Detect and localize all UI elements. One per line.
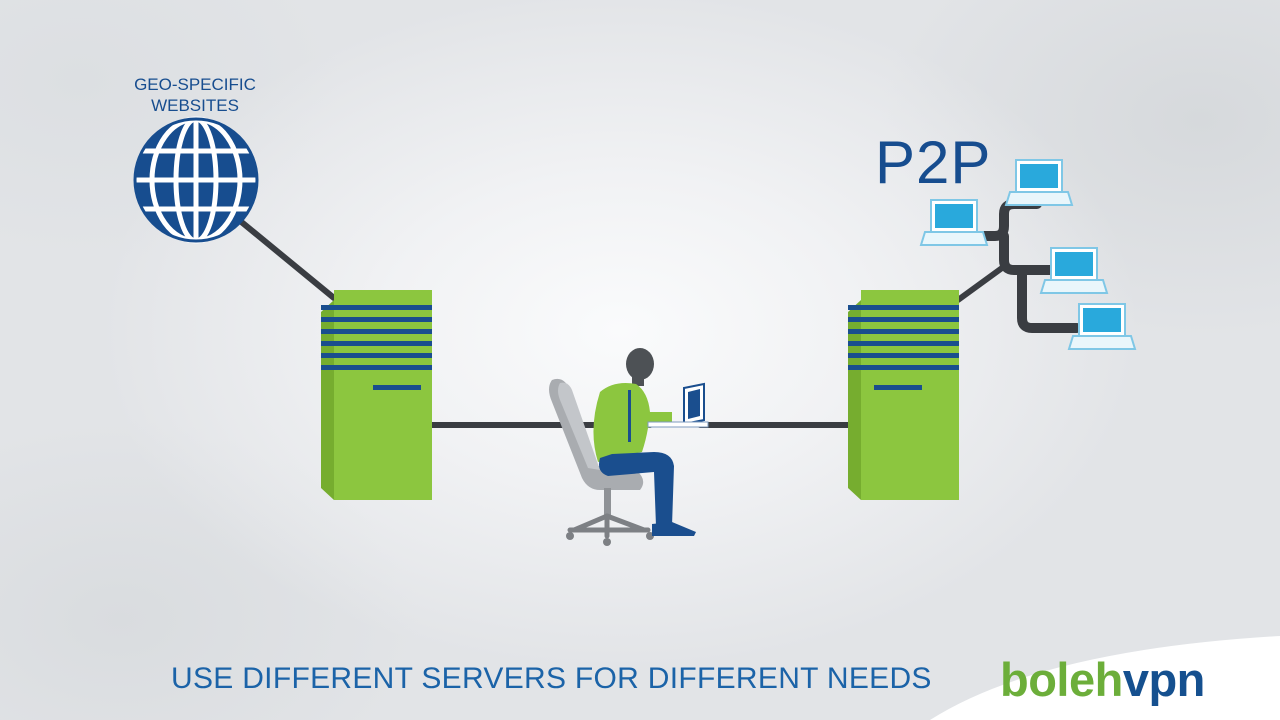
laptop-icon	[1004, 159, 1074, 206]
laptop-icon	[919, 199, 989, 246]
bolehvpn-logo: bolehvpn	[1000, 654, 1205, 706]
laptop-icon	[647, 382, 709, 428]
laptop-icon	[1039, 247, 1109, 294]
office-chair-icon	[549, 378, 654, 546]
caption-text: USE DIFFERENT SERVERS FOR DIFFERENT NEED…	[171, 662, 932, 695]
cable-right-server-hub	[955, 265, 1005, 303]
server-icon	[321, 290, 432, 500]
logo-part-vpn: vpn	[1122, 653, 1206, 706]
server-icon	[848, 290, 959, 500]
logo-part-boleh: boleh	[1000, 653, 1123, 706]
geo-label-line2: WEBSITES	[151, 96, 239, 115]
person-at-laptop-icon	[593, 348, 696, 536]
geo-label-line1: GEO-SPECIFIC	[134, 75, 256, 94]
laptop-icon	[1067, 303, 1137, 350]
geo-specific-websites-label: GEO-SPECIFIC WEBSITES	[100, 74, 290, 116]
globe-icon	[133, 116, 259, 244]
p2p-label: P2P	[875, 129, 992, 196]
